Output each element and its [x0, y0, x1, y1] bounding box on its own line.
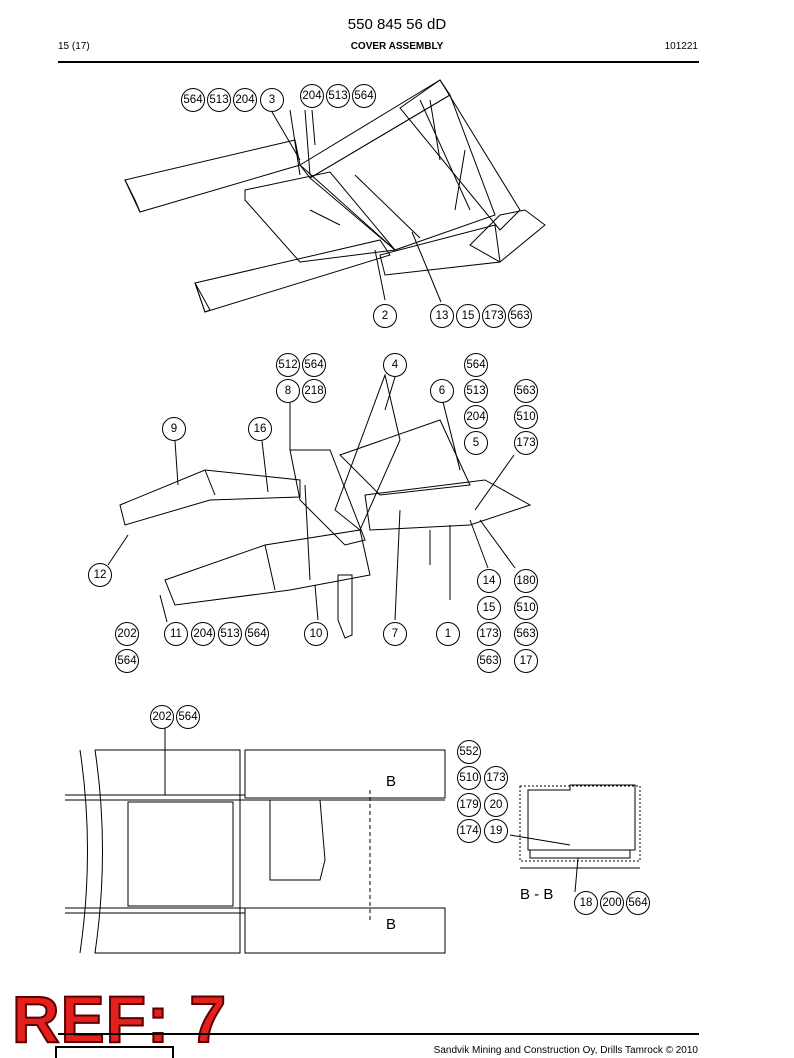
- callout-512: 512: [276, 353, 300, 377]
- callout-564: 564: [352, 84, 376, 108]
- view-2-exploded: [107, 373, 532, 639]
- callout-564: 564: [464, 353, 488, 377]
- page-number: 15 (17): [58, 41, 90, 52]
- callout-204: 204: [464, 405, 488, 429]
- callout-513: 513: [207, 88, 231, 112]
- callout-2: 2: [373, 304, 397, 328]
- callout-1: 1: [436, 622, 460, 646]
- callout-17: 17: [514, 649, 538, 673]
- callout-513: 513: [218, 622, 242, 646]
- callout-20: 20: [484, 793, 508, 817]
- callout-15: 15: [456, 304, 480, 328]
- callout-564: 564: [626, 891, 650, 915]
- callout-173: 173: [514, 431, 538, 455]
- document-number: 101221: [664, 41, 698, 52]
- callout-15: 15: [477, 596, 501, 620]
- view-1-isometric: [124, 79, 546, 313]
- footer-divider: [58, 1033, 699, 1035]
- callout-179: 179: [457, 793, 481, 817]
- callout-204: 204: [300, 84, 324, 108]
- callout-174: 174: [457, 819, 481, 843]
- callout-510: 510: [514, 405, 538, 429]
- callout-200: 200: [600, 891, 624, 915]
- callout-12: 12: [88, 563, 112, 587]
- document-code: 550 845 56 dD: [347, 16, 447, 33]
- callout-173: 173: [484, 766, 508, 790]
- callout-4: 4: [383, 353, 407, 377]
- callout-513: 513: [326, 84, 350, 108]
- page-title: COVER ASSEMBLY: [350, 41, 444, 52]
- callout-563: 563: [514, 379, 538, 403]
- callout-7: 7: [383, 622, 407, 646]
- callout-218: 218: [302, 379, 326, 403]
- callout-564: 564: [245, 622, 269, 646]
- callout-513: 513: [464, 379, 488, 403]
- callout-563: 563: [514, 622, 538, 646]
- callout-202: 202: [115, 622, 139, 646]
- callout-9: 9: [162, 417, 186, 441]
- callout-202: 202: [150, 705, 174, 729]
- section-marker-b-bottom: B: [386, 916, 397, 933]
- callout-3: 3: [260, 88, 284, 112]
- callout-564: 564: [115, 649, 139, 673]
- callout-510: 510: [457, 766, 481, 790]
- callout-10: 10: [304, 622, 328, 646]
- callout-16: 16: [248, 417, 272, 441]
- callout-173: 173: [477, 622, 501, 646]
- callout-564: 564: [302, 353, 326, 377]
- callout-173: 173: [482, 304, 506, 328]
- callout-180: 180: [514, 569, 538, 593]
- callout-19: 19: [484, 819, 508, 843]
- section-b-b-label: B - B: [520, 886, 554, 903]
- callout-8: 8: [276, 379, 300, 403]
- callout-564: 564: [176, 705, 200, 729]
- section-marker-b-top: B: [386, 773, 397, 790]
- callout-11: 11: [164, 622, 188, 646]
- callout-18: 18: [574, 891, 598, 915]
- header-divider: [58, 61, 699, 63]
- ref-stamp: REF: 7: [11, 982, 228, 1056]
- callout-5: 5: [464, 431, 488, 455]
- copyright-text: Sandvik Mining and Construction Oy, Dril…: [433, 1045, 698, 1056]
- view-3-plan: [65, 728, 641, 954]
- callout-204: 204: [191, 622, 215, 646]
- callout-563: 563: [477, 649, 501, 673]
- callout-13: 13: [430, 304, 454, 328]
- callout-564: 564: [181, 88, 205, 112]
- callout-510: 510: [514, 596, 538, 620]
- callout-14: 14: [477, 569, 501, 593]
- callout-552: 552: [457, 740, 481, 764]
- callout-6: 6: [430, 379, 454, 403]
- logo-fragment: [55, 1046, 174, 1058]
- callout-563: 563: [508, 304, 532, 328]
- callout-204: 204: [233, 88, 257, 112]
